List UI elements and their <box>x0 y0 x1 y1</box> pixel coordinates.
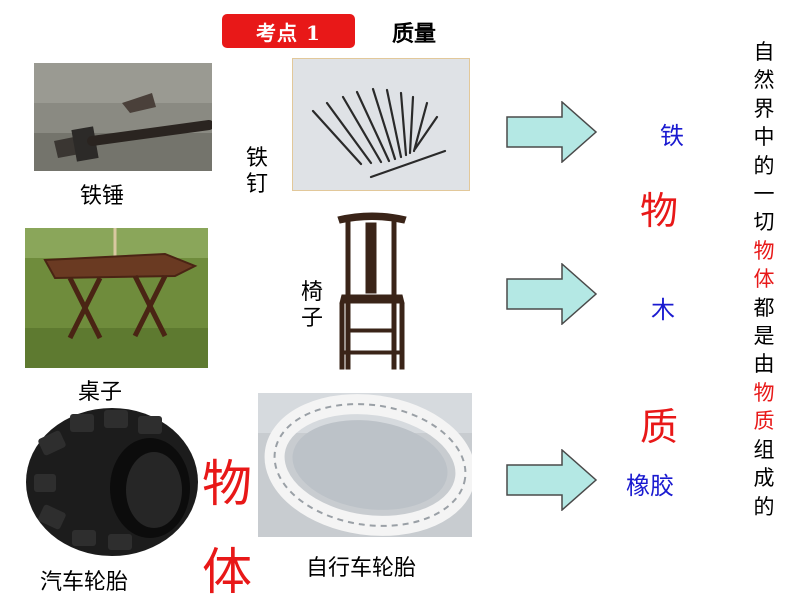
summary-char: 界 <box>753 96 775 121</box>
material-rubber: 橡胶 <box>626 472 674 500</box>
arrow-right-icon <box>506 263 598 325</box>
chair-label-char-2: 子 <box>300 306 323 331</box>
substance-char-1: 物 <box>640 189 679 233</box>
hammer-label: 铁锤 <box>80 184 125 209</box>
topic-badge: 考点 1 <box>222 14 355 48</box>
summary-char: 切 <box>753 210 775 235</box>
summary-char: 的 <box>753 494 775 519</box>
material-iron: 铁 <box>660 122 684 150</box>
car-tire-image <box>20 404 200 558</box>
material-wood: 木 <box>651 296 675 324</box>
summary-char: 自 <box>753 40 775 64</box>
arrow-right-icon <box>506 101 598 163</box>
summary-char: 都 <box>753 295 775 320</box>
nail-label: 铁 钉 <box>244 146 270 198</box>
object-word-char-1: 物 <box>202 455 252 513</box>
chair-label: 椅 子 <box>299 280 325 332</box>
table-label: 桌子 <box>78 380 123 405</box>
summary-char-highlight: 物 <box>753 238 775 263</box>
arrow-right-icon <box>506 449 598 511</box>
nail-label-char-2: 钉 <box>245 172 268 197</box>
car-tire-label: 汽车轮胎 <box>40 570 129 595</box>
summary-char: 成 <box>753 466 775 491</box>
summary-char-highlight: 体 <box>753 267 775 292</box>
chair-image <box>334 211 410 371</box>
chair-label-char-1: 椅 <box>300 280 323 305</box>
summary-char-highlight: 质 <box>753 409 775 434</box>
summary-char: 中 <box>753 125 775 150</box>
object-word-char-2: 体 <box>202 543 252 601</box>
summary-char: 由 <box>753 352 775 377</box>
substance-char-2: 质 <box>640 405 679 449</box>
page-title: 质量 <box>392 22 437 47</box>
hammer-image <box>34 63 212 171</box>
nails-image <box>292 58 470 191</box>
object-word: 物 体 <box>199 440 255 616</box>
table-image <box>25 228 208 368</box>
nail-label-char-1: 铁 <box>245 146 268 171</box>
bike-tire-label: 自行车轮胎 <box>306 556 417 581</box>
bike-tire-image <box>258 393 472 537</box>
summary-char: 是 <box>753 324 775 349</box>
summary-char-highlight: 物 <box>753 380 775 405</box>
summary-char: 一 <box>753 182 775 207</box>
summary-char: 组 <box>753 437 775 462</box>
summary-char: 然 <box>753 68 775 93</box>
summary-sentence: 自 然 界 中 的 一 切 物 体 都 是 由 物 质 组 成 的 <box>748 38 780 521</box>
summary-char: 的 <box>753 153 775 178</box>
